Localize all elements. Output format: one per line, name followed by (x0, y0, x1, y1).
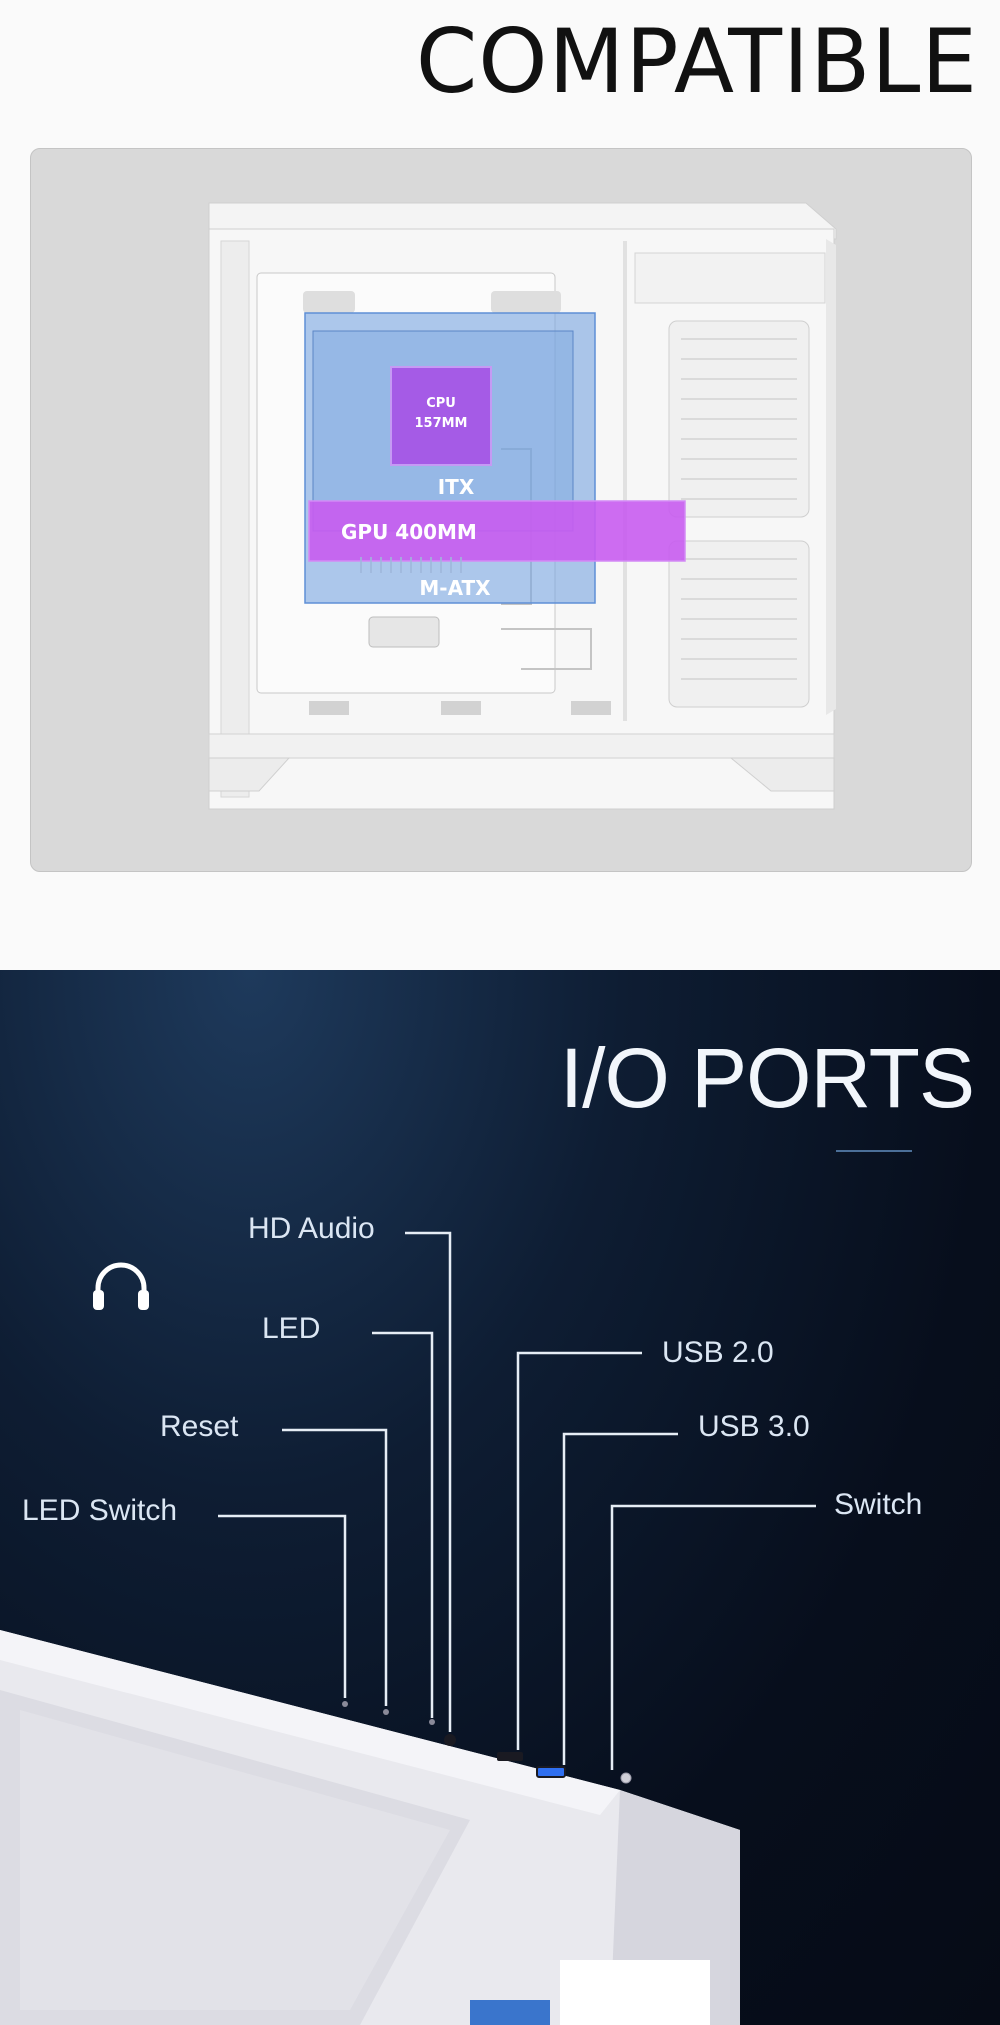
reset-leader (282, 1428, 388, 1706)
power-switch[interactable] (620, 1772, 632, 1784)
gpu-area (308, 500, 686, 562)
io-ports-title: I/O PORTS (559, 1031, 975, 1125)
usb3-leader (562, 1432, 678, 1765)
compatible-title: COMPATIBLE (415, 10, 978, 113)
usb3-port[interactable] (536, 1766, 566, 1778)
cpu-label-line2: 157MM (414, 416, 467, 431)
led-button[interactable] (429, 1719, 435, 1725)
case-compatibility-panel: CPU 157MM ITX GPU 400MM M-ATX (30, 148, 972, 872)
led-switch-button[interactable] (342, 1701, 348, 1707)
hd-audio-label: HD Audio (248, 1212, 375, 1245)
title-underline (836, 1150, 912, 1152)
switch-leader (610, 1504, 816, 1770)
hd-audio-jack[interactable] (444, 1734, 456, 1746)
case-top-drawing (0, 1630, 740, 2025)
io-ports-section: I/O PORTS HD Audio LED Reset LED Switch … (0, 970, 1000, 2025)
usb3-label: USB 3.0 (698, 1410, 810, 1443)
io-diagram (0, 1231, 816, 2025)
usb2-label: USB 2.0 (662, 1336, 774, 1369)
itx-label: ITX (438, 475, 475, 499)
hd-audio-leader (405, 1231, 452, 1732)
gpu-label: GPU 400MM (341, 520, 477, 544)
cpu-cooler-area (390, 366, 492, 466)
led-switch-leader (218, 1514, 347, 1698)
led-leader (372, 1331, 434, 1718)
switch-label: Switch (834, 1488, 923, 1521)
usb2-port[interactable] (497, 1752, 523, 1761)
usb2-leader (516, 1351, 642, 1750)
reset-label: Reset (160, 1410, 239, 1443)
led-label: LED (262, 1312, 321, 1345)
compatible-section: COMPATIBLE (0, 0, 1000, 970)
matx-label: M-ATX (419, 576, 491, 600)
case-illustration: CPU 157MM ITX GPU 400MM M-ATX (208, 202, 837, 810)
headphones-icon (93, 1262, 149, 1310)
led-switch-label: LED Switch (22, 1494, 178, 1527)
cpu-label-line1: CPU (426, 396, 456, 411)
reset-button[interactable] (383, 1709, 389, 1715)
